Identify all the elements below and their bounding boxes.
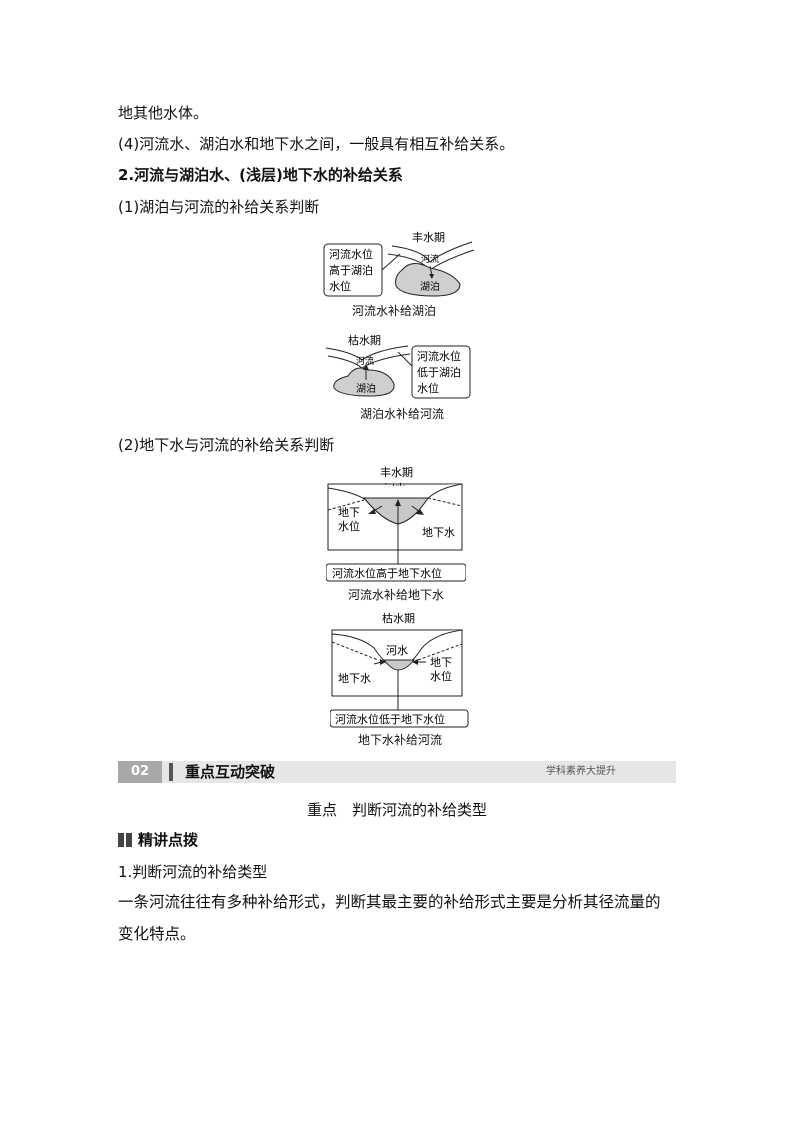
fig4-river-label: 河水 [386, 644, 408, 657]
figure-river-recharge-groundwater: 丰水期 河水 地下 水位 地下水 河流水位高于地下水位 [326, 466, 466, 582]
fig4-wt-line1: 地下 [430, 656, 452, 669]
fig2-box-line3: 水位 [417, 381, 439, 395]
figure-river-recharge-lake: 丰水期 河流 湖泊 河流水位 高于湖泊 水位 [323, 231, 475, 297]
fig2-lake-label: 湖泊 [356, 383, 376, 395]
fig1-box-line3: 水位 [329, 279, 351, 293]
subheading-lake-river: (1)湖泊与河流的补给关系判断 [118, 198, 320, 216]
fig3-groundwater-label: 地下水 [422, 526, 455, 539]
fig3-wt-line2: 水位 [338, 519, 360, 533]
subhead-title: 精讲点拨 [138, 831, 199, 849]
heading-recharge-relations: 2.河流与湖泊水、(浅层)地下水的补给关系 [118, 166, 403, 184]
fig3-season-label: 丰水期 [380, 466, 413, 479]
fig3-wt-line1: 地下 [338, 506, 360, 519]
fig2-box-line1: 河流水位 [417, 349, 461, 363]
subhead-marker-icon [118, 833, 132, 847]
section-bar: 02 重点互动突破 学科素养大提升 [118, 761, 676, 783]
figure3-caption: 河流水补给地下水 [348, 588, 445, 602]
fig1-box-line1: 河流水位 [329, 247, 373, 261]
fig4-groundwater-label: 地下水 [338, 672, 371, 685]
fig1-river-label: 河流 [421, 253, 439, 265]
section-number: 02 [118, 761, 162, 783]
figure-groundwater-recharge-river: 枯水期 河水 地下水 地下 水位 河流水位低于地下水位 [330, 611, 469, 728]
section-title: 重点互动突破 [185, 763, 276, 781]
fig2-box-line2: 低于湖泊 [417, 366, 461, 379]
fig4-wt-line2: 水位 [430, 669, 452, 683]
figure2-caption: 湖泊水补给河流 [360, 407, 445, 421]
section-tag: 学科素养大提升 [546, 766, 616, 777]
body-line-2: 变化特点。 [118, 925, 196, 943]
fig4-river-water [382, 659, 416, 671]
fig1-season-label: 丰水期 [412, 231, 445, 244]
section-separator [169, 763, 173, 781]
body-line-1: 一条河流往往有多种补给形式，判断其最主要的补给形式主要是分析其径流量的 [118, 893, 661, 911]
figure-lake-recharge-river: 枯水期 河流 湖泊 河流水位 低于湖泊 水位 [325, 333, 471, 399]
figure1-caption: 河流水补给湖泊 [352, 304, 437, 318]
paragraph-point-4: (4)河流水、湖泊水和地下水之间，一般具有相互补给关系。 [118, 135, 515, 153]
fig3-box-text: 河流水位高于地下水位 [332, 566, 442, 580]
figure4-caption: 地下水补给河流 [358, 733, 443, 747]
heading-judge-types: 1.判断河流的补给类型 [118, 863, 268, 881]
fig1-lake-shape [395, 263, 461, 297]
paragraph-continuation: 地其他水体。 [118, 104, 209, 122]
subheading-groundwater-river: (2)地下水与河流的补给关系判断 [118, 436, 335, 454]
fig1-lake-label: 湖泊 [420, 281, 440, 293]
focus-title: 重点 判断河流的补给类型 [306, 801, 487, 819]
fig4-season-label: 枯水期 [382, 611, 415, 625]
fig2-river-label: 河流 [356, 355, 374, 367]
fig4-box-text: 河流水位低于地下水位 [335, 712, 445, 726]
fig2-season-label: 枯水期 [348, 333, 381, 347]
fig1-box-line2: 高于湖泊 [329, 263, 373, 277]
